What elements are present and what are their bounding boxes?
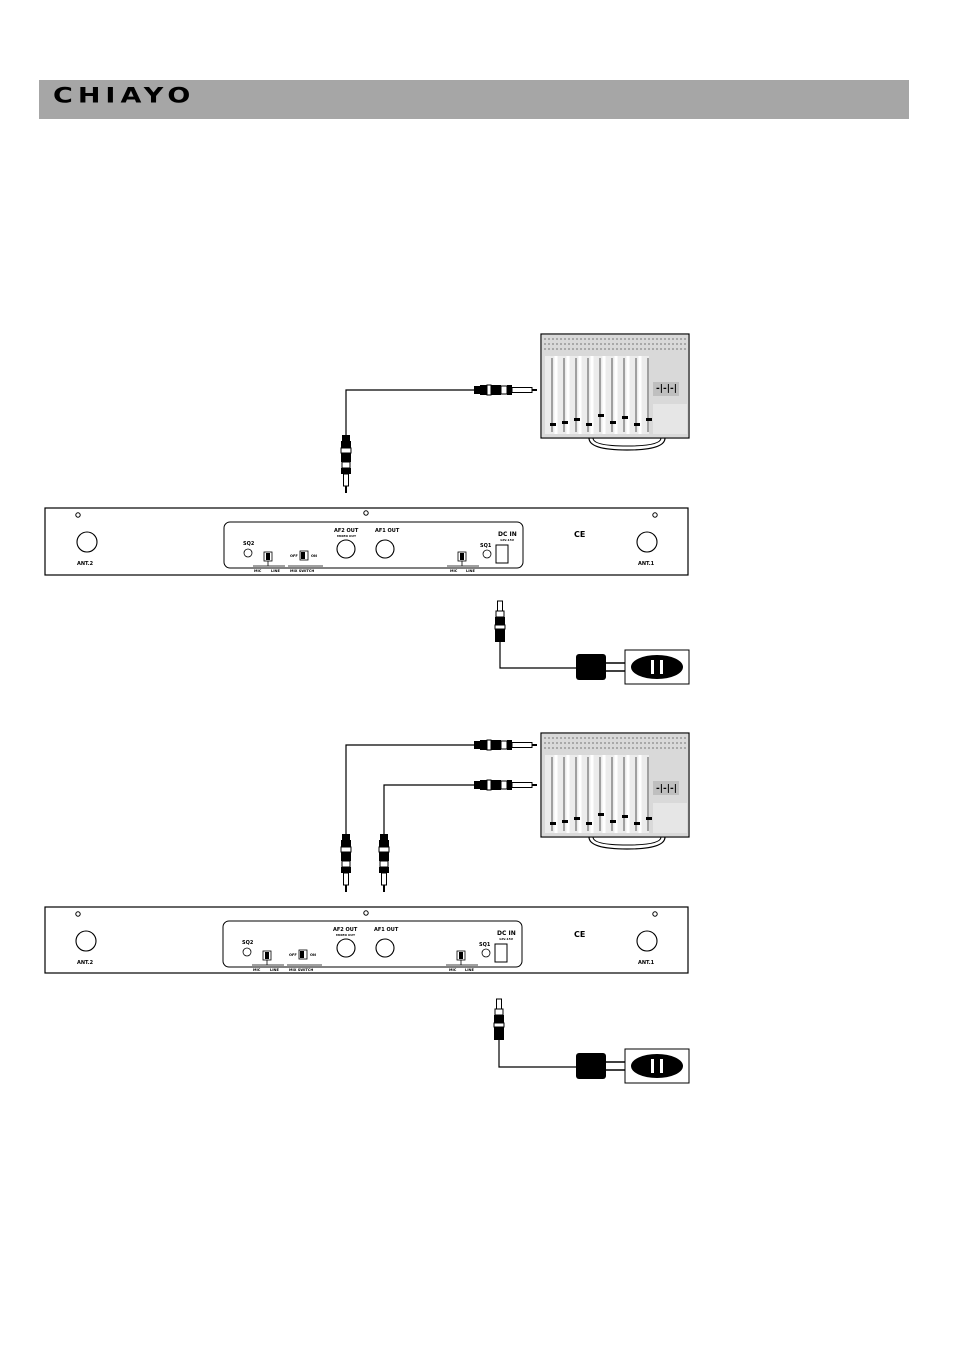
line-label-right: LINE xyxy=(466,569,475,573)
af2-out-label: AF2 OUT xyxy=(333,927,358,933)
audio-cable-af1 xyxy=(383,784,478,836)
diagram-separate-outputs: -|-|-| ANT.2 ANT.1 CE SQ2 MIC LINE OFF O… xyxy=(44,731,691,1084)
antenna-2-jack xyxy=(76,531,98,553)
af2-out-label: AF2 OUT xyxy=(334,528,359,534)
sq1-label: SQ1 xyxy=(480,543,492,549)
af1-out-jack xyxy=(375,938,395,958)
antenna-1-jack xyxy=(636,930,658,952)
power-adaptor xyxy=(575,1048,690,1084)
dc-plug xyxy=(493,998,505,1041)
sq1-label: SQ1 xyxy=(479,942,491,948)
power-cable xyxy=(499,642,576,669)
af1-out-jack xyxy=(375,539,395,559)
connector-plate xyxy=(223,521,524,569)
brand-logo: CHIAYO xyxy=(53,84,196,109)
mixer-meter-label: -|-|-| xyxy=(656,384,677,394)
line-label-left: LINE xyxy=(271,569,280,573)
dc-in-jack xyxy=(494,943,508,963)
ant-left-label: ANT.2 xyxy=(77,960,94,966)
mixer-meter-label: -|-|-| xyxy=(656,784,677,794)
ant-right-label: ANT.1 xyxy=(638,960,655,966)
dc-in-jack xyxy=(495,544,509,564)
mic-label-right: MIC xyxy=(450,569,458,573)
header-bar: CHIAYO xyxy=(39,80,909,119)
af2-out-sub-label: MIXED OUT xyxy=(336,933,356,937)
off-label: OFF xyxy=(290,554,298,558)
dc-voltage-label: 12V-15V xyxy=(500,538,515,542)
ce-mark: CE xyxy=(574,930,585,939)
af1-output-plug xyxy=(378,833,390,893)
dc-in-label: DC IN xyxy=(498,531,517,538)
mix-switch-label: MIX SWITCH xyxy=(289,968,313,972)
mixer-input-plug-2 xyxy=(473,779,538,791)
power-cable xyxy=(498,1040,576,1068)
line-label-right: LINE xyxy=(465,968,474,972)
dc-plug xyxy=(494,600,506,643)
mic-label-left: MIC xyxy=(254,569,262,573)
af2-out-jack xyxy=(336,539,356,559)
sq2-label: SQ2 xyxy=(243,541,255,547)
af2-output-plug xyxy=(340,434,352,494)
ce-mark: CE xyxy=(574,530,585,539)
power-adaptor xyxy=(575,649,690,685)
on-label: ON xyxy=(311,554,317,558)
dc-voltage-label: 12V-15V xyxy=(499,937,514,941)
audio-cable-af2 xyxy=(345,744,478,836)
off-label: OFF xyxy=(289,953,297,957)
sq2-knob xyxy=(243,548,253,558)
antenna-1-jack xyxy=(636,531,658,553)
af2-out-jack xyxy=(336,938,356,958)
sq1-knob xyxy=(482,549,492,559)
af1-out-label: AF1 OUT xyxy=(375,528,400,534)
line-label-left: LINE xyxy=(270,968,279,972)
sq1-knob xyxy=(481,948,491,958)
af2-output-plug xyxy=(340,833,352,893)
sq2-label: SQ2 xyxy=(242,940,254,946)
sq2-knob xyxy=(242,947,252,957)
dc-in-label: DC IN xyxy=(497,930,516,937)
ant-left-label: ANT.2 xyxy=(77,561,94,567)
mix-switch-label: MIX SWITCH xyxy=(290,569,314,573)
ant-right-label: ANT.1 xyxy=(638,561,655,567)
mic-label-right: MIC xyxy=(449,968,457,972)
on-label: ON xyxy=(310,953,316,957)
antenna-2-jack xyxy=(75,930,97,952)
mixer-input-plug-1 xyxy=(473,739,538,751)
connector-plate xyxy=(222,920,523,968)
diagram-mixed-output: -|-|-| ANT.2 ANT.1 CE SQ2 MIC LINE OFF O… xyxy=(44,332,691,685)
audio-cable xyxy=(345,389,478,437)
af1-out-label: AF1 OUT xyxy=(374,927,399,933)
mixer-input-plug xyxy=(473,384,538,396)
mic-label-left: MIC xyxy=(253,968,261,972)
af2-out-sub-label: MIXED OUT xyxy=(337,534,357,538)
